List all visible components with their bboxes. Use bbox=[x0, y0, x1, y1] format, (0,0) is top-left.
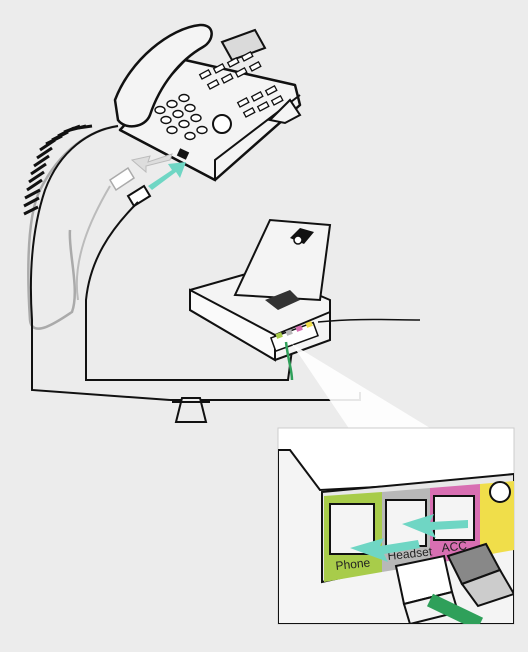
insert-arrow-phone bbox=[148, 162, 186, 190]
desk-phone bbox=[115, 25, 300, 180]
acc-port bbox=[434, 496, 474, 540]
remove-arrow-handset bbox=[132, 154, 172, 172]
coiled-handset-cord bbox=[31, 126, 170, 400]
unplugged-connector bbox=[77, 168, 134, 300]
phone-nav-key bbox=[213, 115, 231, 133]
extra-port bbox=[490, 482, 510, 502]
zoom-inset: Phone Headset ACC bbox=[278, 428, 514, 624]
zoom-cone bbox=[292, 344, 430, 430]
base-station bbox=[190, 220, 420, 360]
